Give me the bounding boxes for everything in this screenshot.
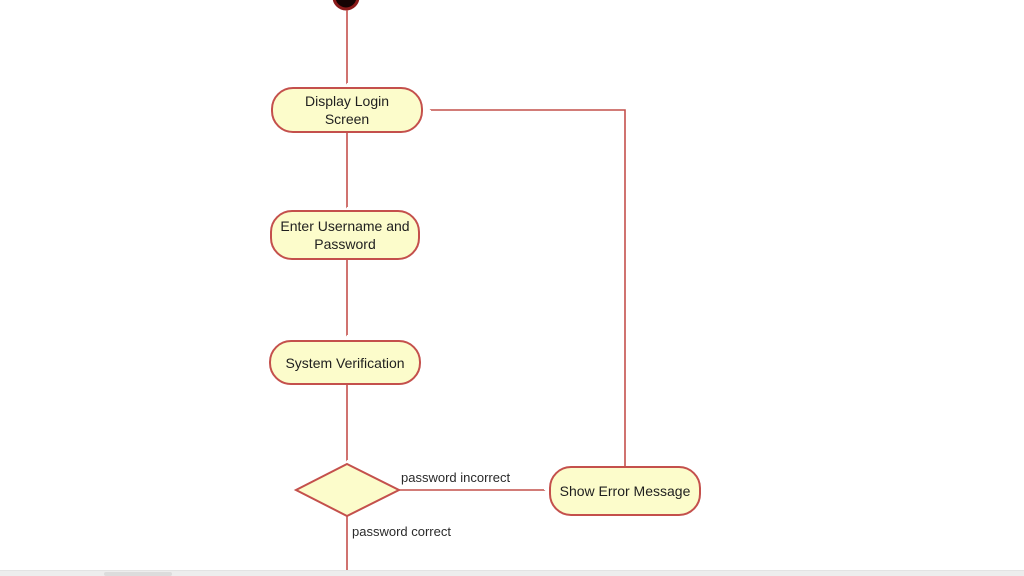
activity-label: Display Login Screen	[304, 93, 390, 127]
activity-enter-username-password: Enter Username and Password	[270, 210, 420, 260]
activity-show-error-message: Show Error Message	[549, 466, 701, 516]
edge-label-password-correct: password correct	[352, 524, 451, 539]
edge-label-password-incorrect: password incorrect	[401, 470, 511, 485]
activity-label: Show Error Message	[559, 483, 691, 499]
initial-node	[332, 0, 360, 11]
activity-label: System Verification	[285, 354, 405, 371]
activity-system-verification: System Verification	[269, 340, 421, 385]
decision-diamond	[293, 462, 402, 518]
activity-display-login-screen: Display Login Screen	[271, 87, 423, 133]
edge-error-loop-to-display	[431, 110, 626, 466]
activity-label: Enter Username and Password	[280, 218, 410, 252]
scrollbar-thumb[interactable]	[104, 572, 172, 576]
horizontal-scrollbar[interactable]	[0, 570, 1024, 576]
